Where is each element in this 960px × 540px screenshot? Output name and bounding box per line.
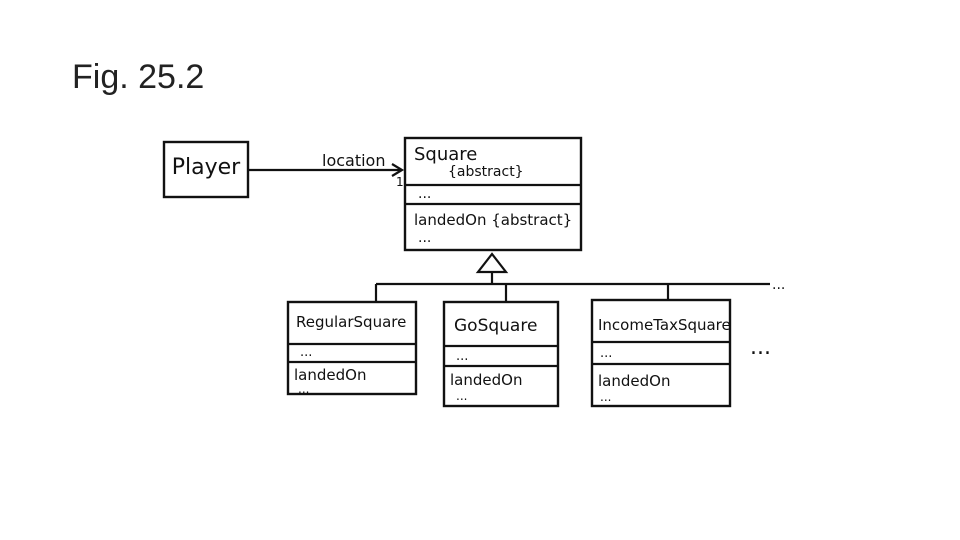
player-class: Player bbox=[162, 140, 250, 199]
go-square-attributes: ... bbox=[456, 349, 468, 364]
go-square-operation: landedOn bbox=[450, 371, 522, 389]
go-square-box bbox=[442, 300, 560, 408]
regular-square-name: RegularSquare bbox=[296, 313, 406, 331]
player-box bbox=[162, 140, 250, 199]
go-square-name: GoSquare bbox=[454, 316, 537, 336]
income-tax-square-class: IncomeTaxSquare ... landedOn ... bbox=[590, 298, 732, 408]
regular-square-operation-more: ... bbox=[298, 382, 309, 396]
income-tax-square-box bbox=[590, 298, 732, 408]
generalization: ... bbox=[374, 252, 785, 302]
more-classes-ellipsis: ... bbox=[750, 335, 771, 360]
income-tax-square-name: IncomeTaxSquare bbox=[598, 316, 731, 334]
generalization-triangle bbox=[475, 252, 509, 274]
go-square-class: GoSquare ... landedOn ... bbox=[442, 300, 560, 408]
square-stereotype: {abstract} bbox=[448, 164, 524, 180]
income-tax-square-operation-more: ... bbox=[600, 390, 611, 404]
go-square-operation-more: ... bbox=[456, 389, 467, 403]
regular-square-class: RegularSquare ... landedOn ... bbox=[286, 300, 418, 396]
square-class: Square {abstract} ... landedOn {abstract… bbox=[403, 136, 583, 252]
hierarchy-more: ... bbox=[772, 277, 785, 293]
figure-title: Fig. 25.2 bbox=[72, 58, 205, 96]
association-label: location bbox=[322, 151, 385, 170]
square-box bbox=[403, 136, 583, 252]
square-operation-more: ... bbox=[418, 230, 431, 246]
regular-square-box bbox=[286, 300, 418, 396]
square-operation: landedOn {abstract} bbox=[414, 211, 572, 229]
income-tax-square-attributes: ... bbox=[600, 346, 612, 361]
regular-square-operation: landedOn bbox=[294, 366, 366, 384]
regular-square-attributes: ... bbox=[300, 345, 312, 360]
square-name: Square bbox=[414, 144, 477, 165]
association-arrowhead bbox=[391, 163, 405, 177]
player-name: Player bbox=[172, 155, 241, 180]
square-attributes: ... bbox=[418, 186, 431, 202]
location-association: location 1 bbox=[248, 151, 405, 189]
association-multiplicity: 1 bbox=[396, 175, 404, 189]
income-tax-square-operation: landedOn bbox=[598, 372, 670, 390]
